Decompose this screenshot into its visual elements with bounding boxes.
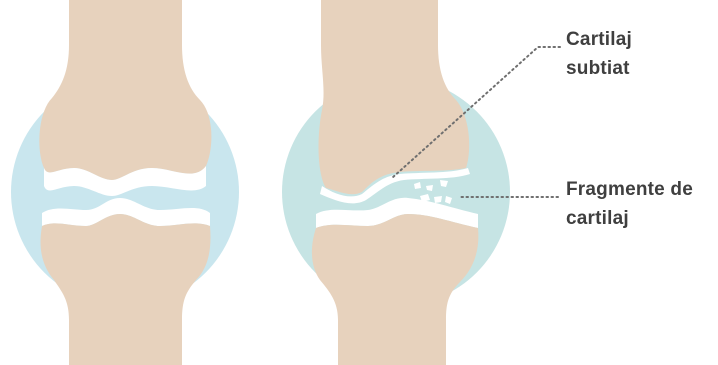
fragments-label-line1: Fragmente de (566, 175, 693, 204)
fragment (434, 196, 442, 203)
healthy-lower-bone (41, 214, 211, 365)
damaged-upper-bone (319, 0, 470, 194)
fragments-label-line2: cartilaj (566, 204, 693, 233)
fragment (430, 204, 437, 211)
healthy-joint (11, 0, 239, 365)
damaged-joint (282, 0, 510, 365)
thin-cartilage-label-line2: subtiat (566, 54, 632, 83)
fragments-label: Fragmente de cartilaj (566, 175, 693, 233)
thin-cartilage-label-line1: Cartilaj (566, 25, 632, 54)
thin-cartilage-label: Cartilaj subtiat (566, 25, 632, 83)
healthy-upper-bone (39, 0, 211, 180)
damaged-lower-bone (312, 214, 478, 365)
